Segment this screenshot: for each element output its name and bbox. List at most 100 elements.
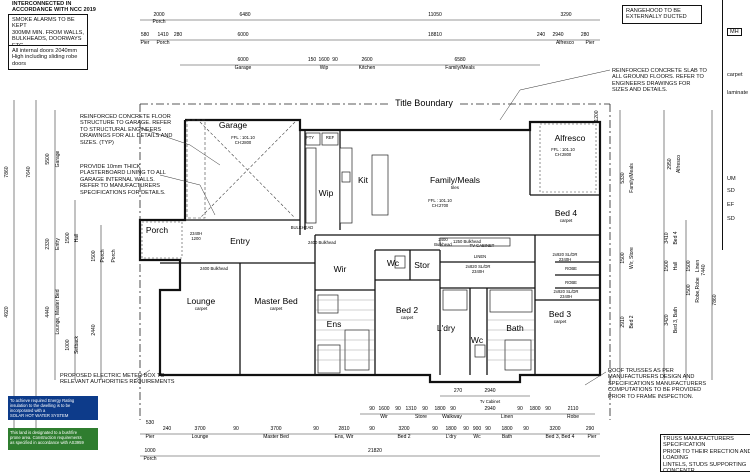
dimension-label: Entry bbox=[55, 238, 61, 250]
annotation-label: 2340H bbox=[190, 231, 202, 236]
dimension-label: Pier bbox=[588, 434, 597, 440]
room-label: Wir bbox=[334, 264, 347, 274]
dimension-label: 3420 bbox=[664, 314, 670, 325]
garage-door-zone bbox=[186, 119, 296, 219]
room-label: Master Bed bbox=[254, 296, 298, 306]
annotation-label: FFL : 101.10 bbox=[551, 147, 575, 152]
room-label: L'dry bbox=[437, 323, 456, 333]
room-label: Porch bbox=[146, 225, 168, 235]
dimension-label: Garage bbox=[55, 150, 61, 167]
dimension-label: Master Bed bbox=[263, 434, 289, 440]
dimension-label: 2940 bbox=[484, 406, 495, 412]
dimension-label: 1000 bbox=[65, 339, 71, 350]
legend-item-4: SD bbox=[727, 188, 735, 194]
porch-dashes bbox=[141, 123, 597, 259]
room-label: Bed 4 bbox=[555, 208, 577, 218]
annotation-label: Bulkhead bbox=[434, 242, 452, 247]
plasterboard-note: PROVIDE 10mm THICK PLASTERBOARD LINING T… bbox=[80, 164, 166, 196]
dimension-label: Porch bbox=[143, 456, 156, 462]
dimension-label: Pier bbox=[146, 434, 155, 440]
legend-item-0: MH bbox=[727, 28, 742, 36]
title-boundary bbox=[139, 103, 611, 420]
room-finish-label: carpet bbox=[401, 315, 414, 320]
dimension-label: 530 bbox=[146, 420, 155, 426]
dimension-label: Porch bbox=[156, 40, 169, 46]
room-label: Bed 3 bbox=[549, 309, 571, 319]
dimension-label: Family/Meals bbox=[629, 163, 635, 193]
truss-spec-note: TRUSS MANUFACTURERS SPECIFICATION PRIOR … bbox=[660, 434, 750, 472]
dimension-label: 1800 bbox=[434, 406, 445, 412]
dimension-label: Hall bbox=[673, 262, 679, 271]
dimension-label: Bed 2 bbox=[629, 315, 635, 328]
dimension-label: 90 bbox=[369, 426, 375, 432]
room-label: Bath bbox=[506, 323, 524, 333]
dimension-label: 1800 bbox=[445, 426, 456, 432]
dimension-label: 6580 bbox=[454, 57, 465, 63]
dimension-label: Bed 3, Bed 4 bbox=[546, 434, 575, 440]
dimension-label: Alfresco bbox=[556, 40, 574, 46]
dimension-label: Alfresco bbox=[676, 155, 682, 173]
dimension-label: Hall bbox=[74, 234, 80, 243]
dimension-label: Kitchen bbox=[359, 65, 376, 71]
dimension-label: 290 bbox=[586, 426, 595, 432]
annotation-label: FFL : 101.10 bbox=[231, 135, 255, 140]
wet-area-fixtures bbox=[317, 237, 533, 374]
annotation-label: 2x820 SL/DR bbox=[466, 264, 491, 269]
dimension-label: 580 bbox=[141, 32, 150, 38]
room-finish-label: carpet bbox=[270, 306, 283, 311]
bushfire-badge: This land is designated to a bushfire pr… bbox=[8, 428, 98, 450]
dimension-label: 90 bbox=[332, 57, 338, 63]
annotation-label: 2x920 SL/DR bbox=[554, 289, 579, 294]
dimension-label: 1600 bbox=[318, 57, 329, 63]
dimension-label: 280 bbox=[581, 32, 590, 38]
annotation-label: ROBE bbox=[565, 280, 577, 285]
energy-rating-text: To achieve required Energy Rating insula… bbox=[10, 398, 75, 418]
room-label: Family/Meals bbox=[430, 175, 480, 185]
dimension-label: 2940 bbox=[552, 32, 563, 38]
dimension-label: Lounge bbox=[192, 434, 209, 440]
dimension-label: Wir, Store bbox=[629, 247, 635, 269]
dimension-label: 90 bbox=[517, 406, 523, 412]
dimension-label: 2440 bbox=[91, 324, 97, 335]
annotation-label: 2400 Bulkhead bbox=[308, 240, 337, 245]
room-label: Entry bbox=[230, 236, 251, 246]
room-label: Stor bbox=[414, 260, 430, 270]
dimension-label: 1500 bbox=[620, 252, 626, 263]
dimension-label: 18810 bbox=[428, 32, 442, 38]
dimension-label: 7860 bbox=[712, 294, 718, 305]
room-finish-label: carpet bbox=[195, 306, 208, 311]
dimension-label: 3700 bbox=[270, 426, 281, 432]
annotation-label: 2400 Bulkhead bbox=[200, 266, 229, 271]
energy-rating-badge: To achieve required Energy Rating insula… bbox=[8, 396, 98, 420]
dimension-label: 6000 bbox=[237, 32, 248, 38]
dimension-label: 5500 bbox=[45, 153, 51, 164]
dimension-label: 6000 bbox=[237, 57, 248, 63]
dimension-label: Walkway bbox=[442, 414, 462, 420]
dimension-label: 4440 bbox=[45, 306, 51, 317]
dimension-label: Linen bbox=[501, 414, 513, 420]
annotation-label: 2340H bbox=[559, 257, 571, 262]
room-label: Wc bbox=[387, 258, 400, 268]
internal-doors-note: All internal doors 2040mm High including… bbox=[8, 45, 88, 71]
dimension-label: Garage bbox=[235, 65, 252, 71]
rangehood-note: RANGEHOOD TO BE EXTERNALLY DUCTED bbox=[622, 5, 702, 24]
dimension-label: 2910 bbox=[620, 316, 626, 327]
dimension-label: 3410 bbox=[664, 232, 670, 243]
dimension-label: 2950 bbox=[667, 158, 673, 169]
dimension-label: 2110 bbox=[568, 406, 579, 412]
title-boundary-label: Title Boundary bbox=[395, 98, 453, 108]
dimension-label: 90 bbox=[233, 426, 239, 432]
dimension-label: 1800 bbox=[529, 406, 540, 412]
room-label: Bed 2 bbox=[396, 305, 418, 315]
annotation-label: LINEN bbox=[474, 254, 486, 259]
dimension-label: 7860 bbox=[4, 166, 10, 177]
legend-item-3: UM bbox=[727, 176, 736, 182]
room-label: Kit bbox=[358, 175, 369, 185]
dimension-label: 240 bbox=[537, 32, 546, 38]
dimension-label: Bed 3, Bath bbox=[673, 307, 679, 333]
dimension-label: 1200 bbox=[594, 110, 600, 121]
dimension-label: 1500 bbox=[91, 250, 97, 261]
annotation-label: PTY bbox=[306, 135, 314, 140]
